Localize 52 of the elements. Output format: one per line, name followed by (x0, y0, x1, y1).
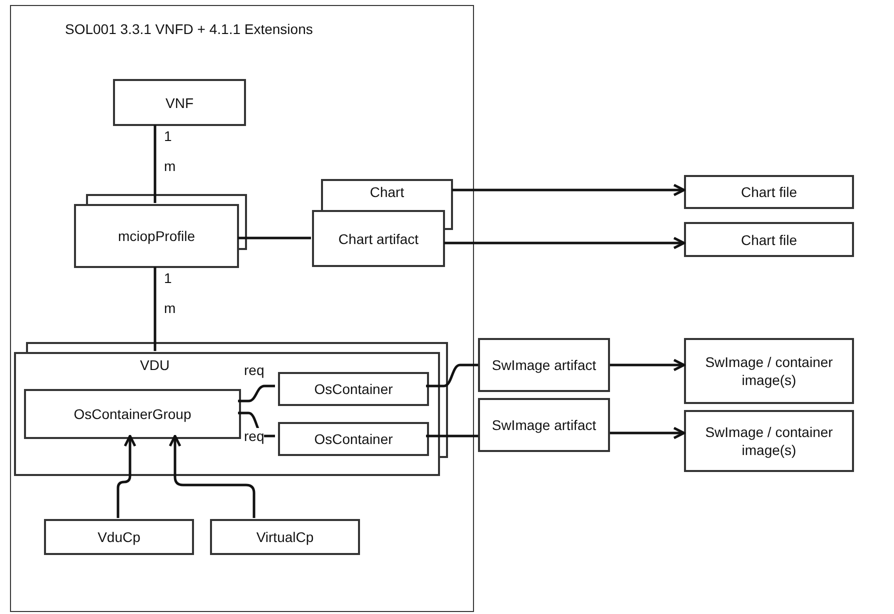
process-box (684, 338, 854, 404)
connector-line (154, 125, 156, 203)
frame-label: SOL001 3.3.1 VNFD + 4.1.1 Extensions (64, 20, 314, 38)
node-label: OsContainer (313, 380, 394, 398)
connector-line (238, 412, 275, 438)
node-label: SwImage artifact (490, 356, 598, 374)
process-box (478, 338, 610, 392)
process-box (210, 519, 360, 555)
arrow (610, 426, 686, 440)
multiplicity-label: 1 (164, 128, 172, 144)
connector-line (154, 267, 156, 351)
process-box (478, 398, 610, 452)
edge-label: req (244, 428, 264, 444)
node-label: VDU (139, 356, 171, 374)
connector-line (238, 236, 311, 240)
node-label: Chart file (740, 183, 798, 201)
connector-line (426, 364, 478, 388)
connector-line (238, 384, 275, 402)
node-label: OsContainerGroup (72, 405, 192, 423)
process-box (684, 410, 854, 472)
node-label: Chart artifact (337, 230, 420, 248)
container-box (14, 352, 440, 476)
diagram-frame (10, 5, 474, 612)
process-box (278, 422, 429, 456)
process-box (74, 204, 239, 268)
process-box (24, 389, 241, 439)
arrow (168, 434, 256, 518)
multiplicity-label: 1 (164, 270, 172, 286)
node-label: SwImage / container image(s) (704, 353, 834, 389)
multiplicity-label: m (164, 158, 176, 174)
arrow (610, 358, 686, 372)
arrow (444, 236, 686, 250)
process-box (684, 222, 854, 257)
process-box (113, 79, 246, 126)
process-box (321, 179, 453, 210)
arrow (116, 434, 136, 518)
multiplicity-label: m (164, 300, 176, 316)
connector-line (426, 434, 478, 438)
node-label: VduCp (96, 528, 142, 546)
node-label: SwImage / container image(s) (704, 423, 834, 459)
process-box (312, 210, 445, 267)
process-box (278, 372, 429, 406)
node-label: SwImage artifact (490, 416, 598, 434)
node-label: Chart file (740, 230, 798, 248)
node-label: mciopProfile (116, 227, 196, 245)
arrow (452, 184, 686, 196)
process-box (684, 175, 854, 209)
process-box (44, 519, 194, 555)
node-label: VNF (164, 94, 194, 112)
node-label: VirtualCp (255, 528, 315, 546)
node-label: Chart (368, 183, 406, 201)
node-label: OsContainer (313, 430, 394, 448)
